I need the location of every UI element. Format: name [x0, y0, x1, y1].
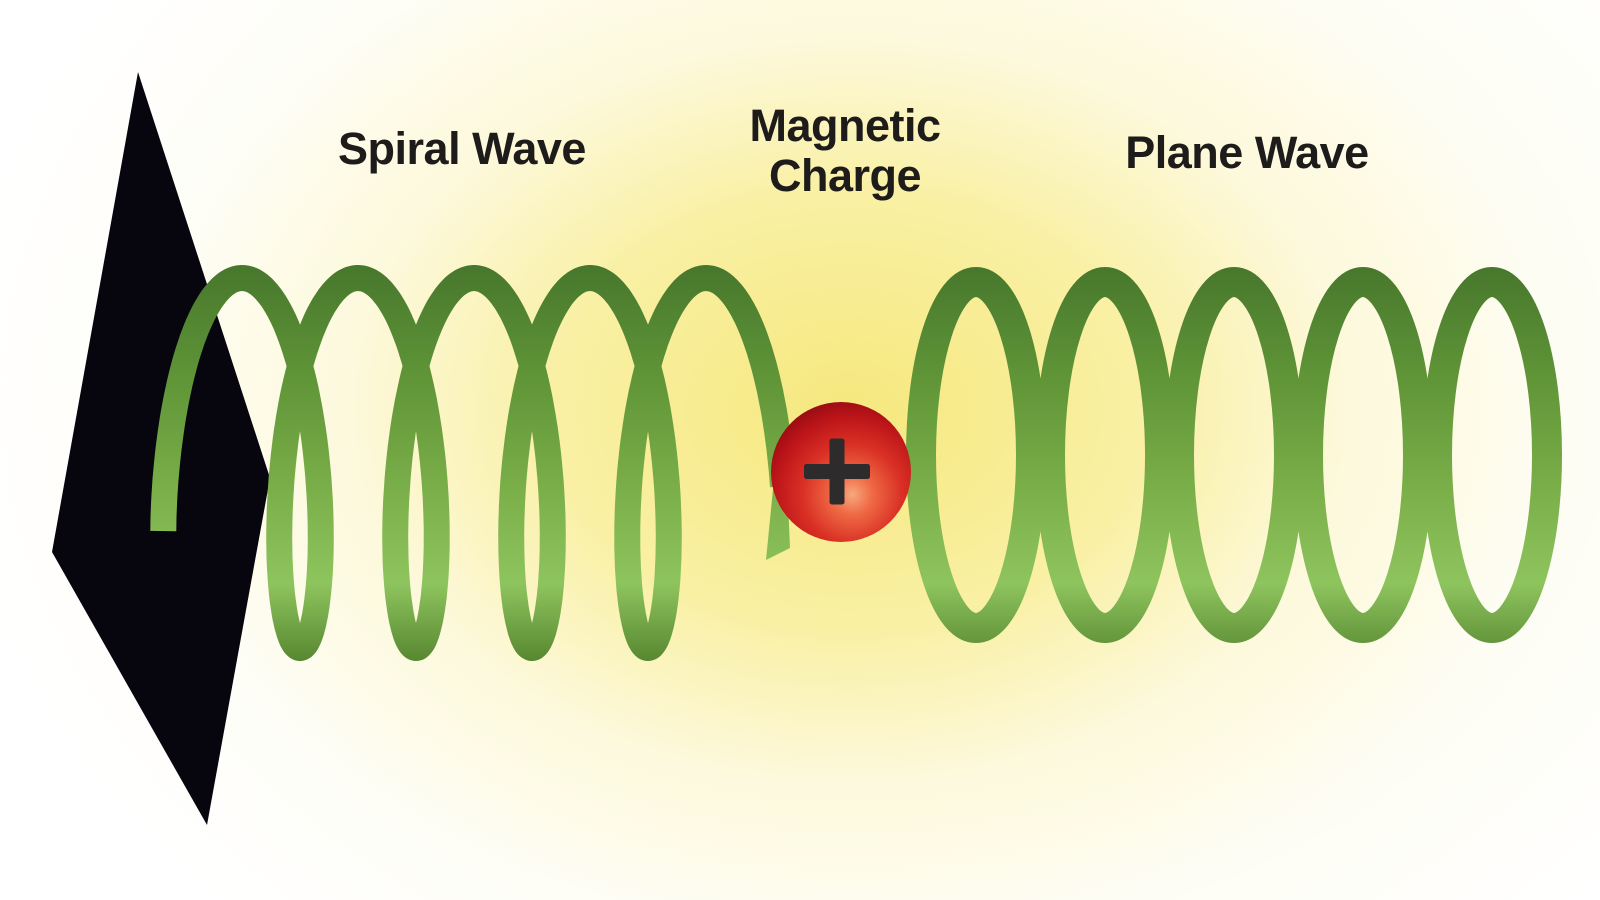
spiral-wave-label: Spiral Wave — [338, 123, 586, 174]
plane-wave-ring — [1293, 267, 1433, 643]
plane-wave-ring — [906, 267, 1046, 643]
spiral-wave-coil — [150, 265, 796, 661]
plane-wave-ring — [1164, 267, 1304, 643]
plane-wave-ring — [1035, 267, 1175, 643]
plane-wave-label: Plane Wave — [1125, 127, 1369, 178]
magnetic-charge-line1: Magnetic — [749, 100, 941, 151]
magnetic-charge-label: Magnetic Charge — [695, 101, 995, 201]
magnetic-charge-line2: Charge — [768, 150, 922, 201]
plus-icon — [804, 438, 870, 505]
plane-wave-ring — [1422, 267, 1562, 643]
